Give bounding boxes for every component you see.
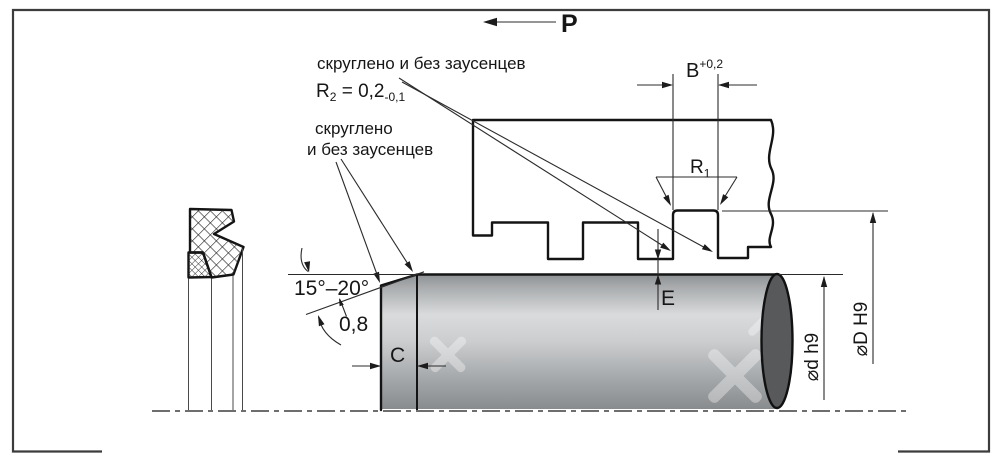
chamfer-angle-label: 15°–20° [294,277,369,300]
pressure-arrowhead [483,17,497,27]
bore-diameter-dimension: ⌀D H9 [722,210,888,364]
housing-section [471,118,775,261]
clearance-label: E [661,287,675,310]
groove-corner-note: скруглено и без заусенцев R2 = 0,2-0,1 [316,54,713,252]
chamfer-note-line2: и без заусенцев [307,140,433,159]
groove-note-text: скруглено и без заусенцев [317,54,526,73]
groove-radius-label: R1 [690,157,711,181]
seal-body-hatch [190,209,244,278]
seal-section [187,207,245,410]
groove-width-dimension: B+0,2 [637,57,757,210]
drawing-border [11,8,991,453]
chamfer-length-label: C [390,344,405,367]
rod-outline [379,273,780,412]
groove-radius-dimension: R1 [655,157,738,206]
rod [379,272,794,412]
groove-note-r2: R2 = 0,2-0,1 [316,81,406,104]
rod-body [381,274,777,409]
seal-backup-ring-hatch [188,252,212,278]
seal-projection-lines [188,248,243,410]
pressure-label: P [561,10,578,38]
chamfer-angle-dimension: 15°–20° [288,247,425,346]
bore-diameter-label: ⌀D H9 [851,302,872,357]
groove-width-label: B+0,2 [686,57,723,82]
rod-diameter-dimension: ⌀d h9 [779,273,843,400]
rod-end-face [760,272,794,410]
clearance-dimension: E [654,229,675,310]
roughness-mark: 0,8 [339,298,368,336]
pressure-arrow: P [483,10,578,38]
chamfer-length-dimension: C [352,344,446,370]
chamfer-note: скруглено и без заусенцев [307,119,433,283]
watermark [429,312,772,403]
chamfer-note-line1: скруглено [315,119,393,138]
rod-diameter-label: ⌀d h9 [802,333,823,381]
roughness-label: 0,8 [339,313,368,336]
